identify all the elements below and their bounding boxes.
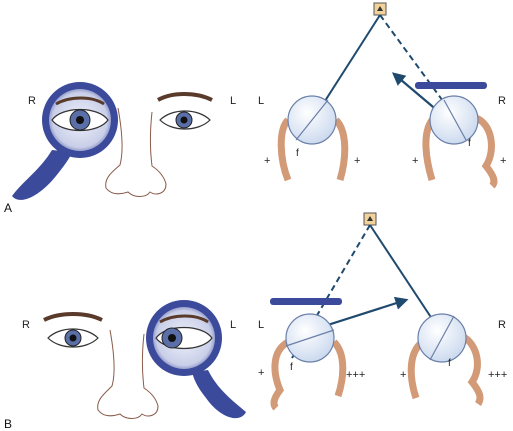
occluder-a <box>12 82 118 200</box>
face-a-right-label: R <box>28 95 36 107</box>
face-b-left-label: L <box>230 319 236 331</box>
nose-b <box>97 329 159 419</box>
diagram-b-left-label: L <box>258 319 264 331</box>
face-a-left-label: L <box>230 95 236 107</box>
occluder-bar-b <box>270 298 342 305</box>
diagram-a: L R f + + <box>258 2 506 189</box>
face-a: R L <box>12 82 236 200</box>
diagram-a-right-label: R <box>498 95 506 107</box>
diagram-a-left-label: L <box>258 95 264 107</box>
eyeball-a-left: f <box>277 95 349 182</box>
tone-b-right-outer: +++ <box>488 369 507 381</box>
brow-a-left <box>157 92 213 102</box>
occluder-b <box>146 300 246 419</box>
tone-b-left-inner: +++ <box>346 369 365 381</box>
eye-a-left-f: f <box>296 148 299 159</box>
tone-a-left-outer: + <box>264 155 270 167</box>
face-b: R L <box>22 300 246 419</box>
tone-a-left-inner: + <box>354 155 360 167</box>
eye-a-right-f: f <box>468 138 471 149</box>
occluder-bar-a <box>415 82 487 89</box>
tone-b-right-inner: + <box>400 369 406 381</box>
pupil-b-right <box>69 334 77 342</box>
panel-b-letter: B <box>4 417 12 431</box>
ray-a-right-eye-dashed <box>379 14 471 139</box>
panel-a-letter: A <box>4 201 12 215</box>
diagram-b-right-label: R <box>498 319 506 331</box>
tone-b-left-outer: + <box>258 367 264 379</box>
panel-a: A R L L R <box>4 2 506 215</box>
eye-b-right-f: f <box>448 358 451 369</box>
tone-a-right-outer: + <box>500 155 506 167</box>
brow-b-right <box>43 312 103 322</box>
nose-a <box>105 107 167 197</box>
pupil-a-left <box>180 116 188 124</box>
diagram-b: L R f + +++ f <box>258 212 507 411</box>
face-b-right-label: R <box>22 319 30 331</box>
eye-b-left-f: f <box>290 362 293 373</box>
eyeball-b-left: f <box>270 313 347 411</box>
eyeball-b-right: f <box>407 313 484 406</box>
eyeball-a-right: f <box>422 95 498 189</box>
panel-b: B R L L R <box>4 212 507 431</box>
tone-a-right-inner: + <box>412 155 418 167</box>
ray-b-left-eye-dashed <box>291 224 371 359</box>
